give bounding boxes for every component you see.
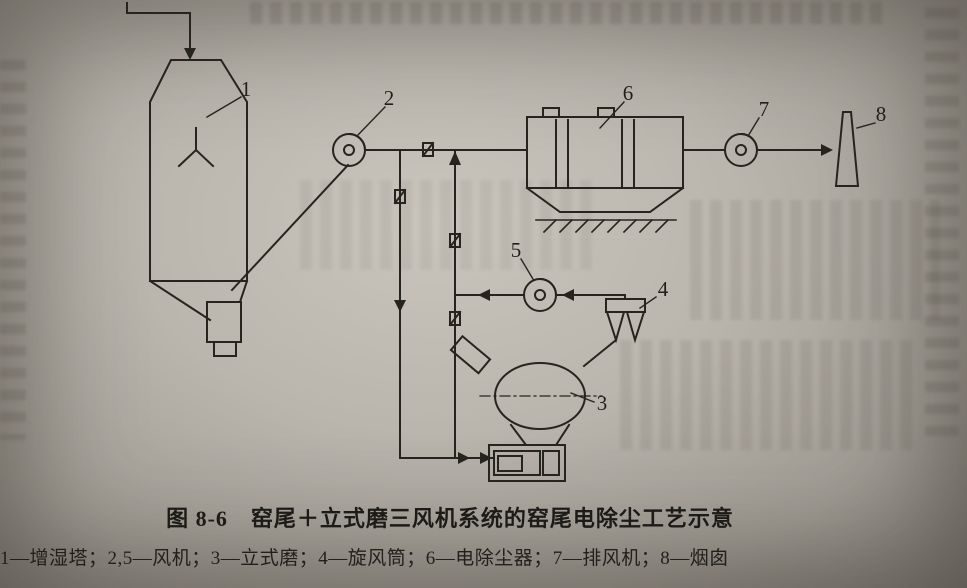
fan-2-symbol (332, 132, 367, 167)
cyclone-discharge-duct (582, 338, 618, 368)
inlet-duct (126, 2, 196, 60)
tower-outlet-duct (230, 163, 350, 292)
exhaust-fan-symbol (682, 132, 833, 167)
insulator-icon (542, 107, 560, 118)
right-arrow-icon (821, 144, 833, 156)
process-flow-diagram: 1 2 3 4 5 6 7 8 (126, 2, 887, 482)
label-fan-2: 2 (384, 86, 395, 110)
damper-icon (421, 141, 435, 158)
right-arrow-icon (480, 452, 492, 464)
mill-feed-chute (449, 334, 492, 375)
humidifying-tower (148, 59, 350, 357)
down-arrow-icon (184, 48, 196, 60)
label-cyclone: 4 (658, 277, 669, 301)
electrostatic-precipitator (525, 107, 685, 234)
left-arrow-icon (478, 289, 490, 301)
ground-hatch (535, 218, 677, 234)
label-leaders (206, 96, 876, 403)
return-riser-duct (448, 150, 462, 459)
up-arrow-icon (449, 151, 461, 165)
label-exhaust-fan: 7 (759, 97, 770, 121)
left-arrow-icon (562, 289, 574, 301)
label-fan-5: 5 (511, 238, 522, 262)
spray-nozzle-icon (177, 127, 215, 168)
esp-hopper (525, 186, 685, 213)
damper-icon (448, 310, 462, 327)
fan-5-symbol (454, 277, 626, 312)
label-stack: 8 (876, 102, 887, 126)
label-esp: 6 (623, 81, 634, 105)
chimney (834, 111, 860, 187)
label-mill: 3 (597, 391, 608, 415)
main-duct (364, 141, 528, 158)
right-arrow-icon (458, 452, 470, 464)
figure-legend: 1—增湿塔；2,5—风机；3—立式磨；4—旋风筒；6—电除尘器；7—排风机；8—… (0, 548, 729, 569)
figure-caption: 图 8-6 窑尾＋立式磨三风机系统的窑尾电除尘工艺示意 (166, 506, 734, 531)
damper-icon (393, 188, 407, 205)
cyclone (582, 298, 646, 368)
damper-icon (448, 232, 462, 249)
vertical-mill (449, 334, 603, 482)
mill-feed-duct (393, 149, 493, 464)
down-arrow-icon (394, 300, 406, 312)
label-tower: 1 (241, 77, 252, 101)
